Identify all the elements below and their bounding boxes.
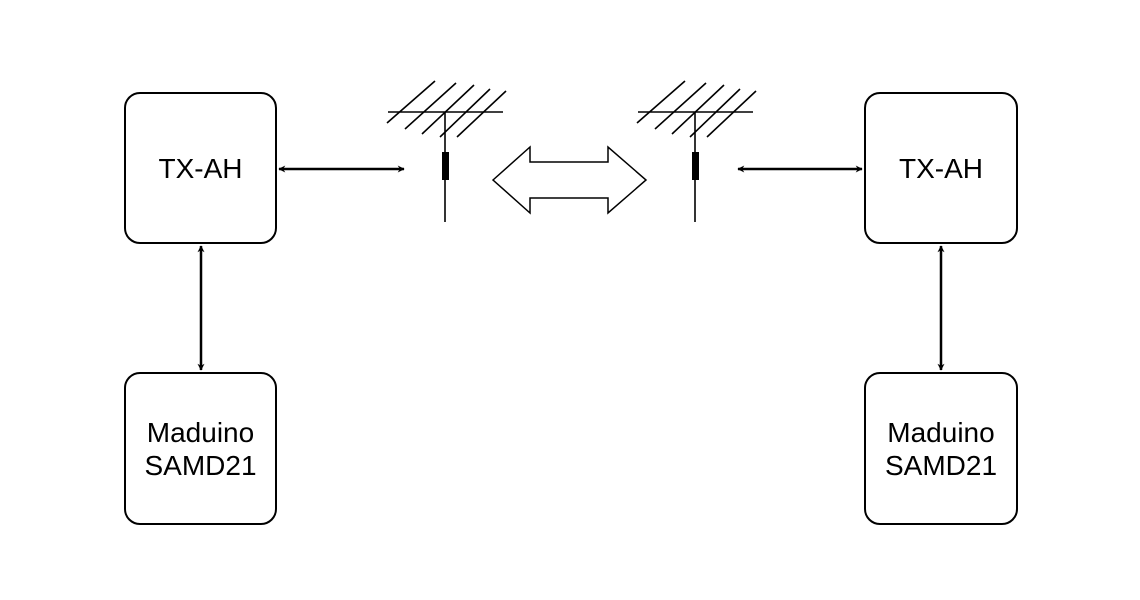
right-transceiver-label: TX-AH — [899, 152, 983, 184]
right-controller-label-line-1: Maduino — [887, 416, 995, 448]
left-controller-label-line-2: SAMD21 — [144, 449, 257, 481]
right-controller-block: Maduino SAMD21 — [864, 372, 1018, 525]
double-arrow-icon — [491, 145, 648, 215]
yagi-antenna-icon — [386, 80, 507, 222]
left-controller-block: Maduino SAMD21 — [124, 372, 277, 525]
left-controller-label-line-1: Maduino — [146, 416, 255, 448]
left-transceiver-block: TX-AH — [124, 92, 277, 244]
right-transceiver-block: TX-AH — [864, 92, 1018, 244]
yagi-antenna-icon — [636, 80, 757, 222]
right-controller-label-line-2: SAMD21 — [884, 449, 998, 481]
left-transceiver-label: TX-AH — [158, 152, 243, 184]
